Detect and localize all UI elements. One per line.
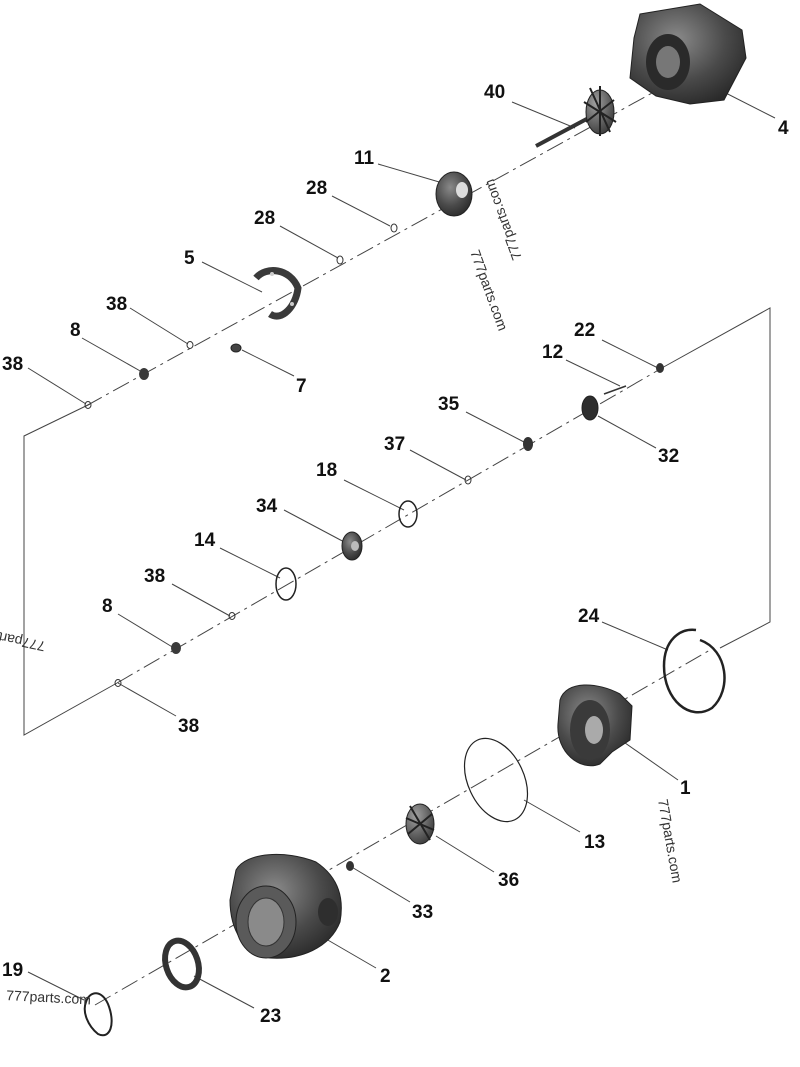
callout-38-b: 38: [2, 354, 23, 375]
callout-24: 24: [578, 606, 600, 627]
callout-19: 19: [2, 960, 23, 981]
part-36-compressor-wheel: [405, 803, 435, 845]
part-4-turbine-housing: [629, 3, 747, 105]
callout-36: 36: [498, 870, 519, 891]
part-35-washer: [523, 437, 533, 451]
watermark-lower-right: 777parts.com: [655, 798, 685, 884]
assembly-axes: [85, 71, 711, 1006]
part-2-compressor-housing: [229, 853, 342, 959]
watermark-left-flipped: 777parts: [0, 628, 47, 655]
callout-35: 35: [438, 394, 460, 415]
callout-labels: 40 4 11 28 28 5 38 8 38 7 22 12 35 32 37…: [2, 82, 789, 1027]
callout-8-upper: 8: [70, 320, 81, 341]
callout-12: 12: [542, 342, 563, 363]
callout-11: 11: [354, 148, 375, 169]
part-18-o-ring: [398, 500, 418, 528]
part-8-lower-nut: [171, 642, 181, 654]
watermark-upper-flipped: 777parts.com: [481, 177, 525, 262]
callout-33: 33: [412, 902, 433, 923]
part-38-lower-rings: [114, 612, 236, 687]
callout-28-lower: 28: [254, 208, 275, 229]
callout-14: 14: [194, 530, 216, 551]
callout-32: 32: [658, 446, 679, 467]
watermarks: 777parts.com 777parts.com 777parts 777pa…: [0, 177, 686, 1007]
callout-22: 22: [574, 320, 595, 341]
part-34-bearing: [341, 531, 363, 561]
callout-13: 13: [584, 832, 605, 853]
callout-8-lower: 8: [102, 596, 113, 617]
callout-7: 7: [296, 376, 307, 397]
part-32-thrust-collar: [581, 395, 599, 421]
watermark-bottom-left: 777parts.com: [6, 987, 92, 1007]
callout-5: 5: [184, 248, 195, 269]
part-5-bearing-clamp: [253, 267, 302, 320]
callout-38-a: 38: [106, 294, 127, 315]
part-13-large-o-ring: [463, 737, 529, 823]
frame-lines: [23, 307, 771, 736]
leader-lines: [27, 85, 776, 1009]
callout-18: 18: [316, 460, 337, 481]
part-24-retaining-ring: [662, 628, 726, 714]
callout-37: 37: [384, 434, 405, 455]
part-7-screw: [230, 343, 242, 353]
part-22-clip: [656, 363, 664, 373]
part-1-bearing-housing: [557, 684, 633, 767]
part-33-nut: [346, 861, 354, 871]
callout-2: 2: [380, 966, 391, 987]
part-38-upper-rings: [84, 341, 194, 409]
callout-34: 34: [256, 496, 278, 517]
part-14-snap-ring: [275, 567, 297, 601]
part-37-ring: [464, 475, 472, 485]
watermark-upper: 777parts.com: [467, 248, 511, 333]
part-19-clamp-ring: [83, 992, 113, 1037]
part-28-seal-rings: [336, 223, 398, 265]
part-12-pin: [603, 385, 627, 395]
callout-38-d: 38: [178, 716, 199, 737]
callout-23: 23: [260, 1006, 281, 1027]
part-23-seal-ring: [162, 937, 202, 991]
callout-1: 1: [680, 778, 691, 799]
callout-38-c: 38: [144, 566, 165, 587]
part-40-turbine-shaft: [535, 86, 617, 148]
part-11-seal-plate: [435, 171, 473, 217]
callout-28-upper: 28: [306, 178, 327, 199]
callout-40: 40: [484, 82, 505, 103]
callout-4: 4: [778, 118, 789, 139]
part-8-upper-nut: [139, 368, 149, 380]
